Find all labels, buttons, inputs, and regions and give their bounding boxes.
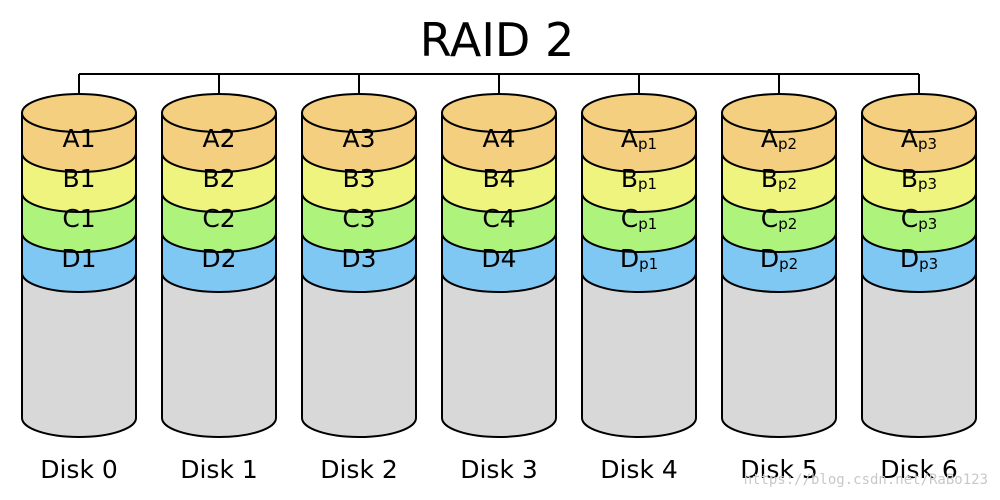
disk-empty-space — [161, 272, 277, 438]
block-label: D1 — [61, 244, 96, 273]
disk-top-cap — [161, 93, 277, 133]
block-label: C1 — [62, 204, 95, 233]
block-label: D2 — [201, 244, 236, 273]
block-label: Dp1 — [620, 244, 658, 273]
disk-top-cap — [21, 93, 137, 133]
block-label: B1 — [62, 164, 95, 193]
disk-top-cap — [301, 93, 417, 133]
block-label: C3 — [342, 204, 375, 233]
disk-top-cap — [441, 93, 557, 133]
block-label: B3 — [342, 164, 375, 193]
disk-empty-space — [721, 272, 837, 438]
block-label: D3 — [341, 244, 376, 273]
disk-top-cap — [581, 93, 697, 133]
block-label: B4 — [482, 164, 515, 193]
watermark-text: https://blog.csdn.net/RaBo123 — [743, 472, 988, 488]
diagram-title: RAID 2 — [420, 13, 574, 67]
block-label: A1 — [62, 124, 95, 153]
disk-top-cap — [861, 93, 977, 133]
block-label: Cp3 — [901, 204, 938, 233]
disk-label: Disk 1 — [180, 455, 258, 484]
disk-empty-space — [441, 272, 557, 438]
disk-label: Disk 0 — [40, 455, 118, 484]
block-label: C4 — [482, 204, 515, 233]
disk-label: Disk 5 — [740, 455, 818, 484]
block-label: C2 — [202, 204, 235, 233]
block-label: A4 — [482, 124, 515, 153]
disk-label: Disk 2 — [320, 455, 398, 484]
block-label: A3 — [342, 124, 375, 153]
disk-empty-space — [301, 272, 417, 438]
block-label: A2 — [202, 124, 235, 153]
disk-empty-space — [861, 272, 977, 438]
disk-label: Disk 6 — [880, 455, 958, 484]
block-label: D4 — [481, 244, 516, 273]
disk-top-cap — [721, 93, 837, 133]
block-label: B2 — [202, 164, 235, 193]
disk-label: Disk 4 — [600, 455, 678, 484]
disk-empty-space — [581, 272, 697, 438]
disk-empty-space — [21, 272, 137, 438]
disk-label: Disk 3 — [460, 455, 538, 484]
